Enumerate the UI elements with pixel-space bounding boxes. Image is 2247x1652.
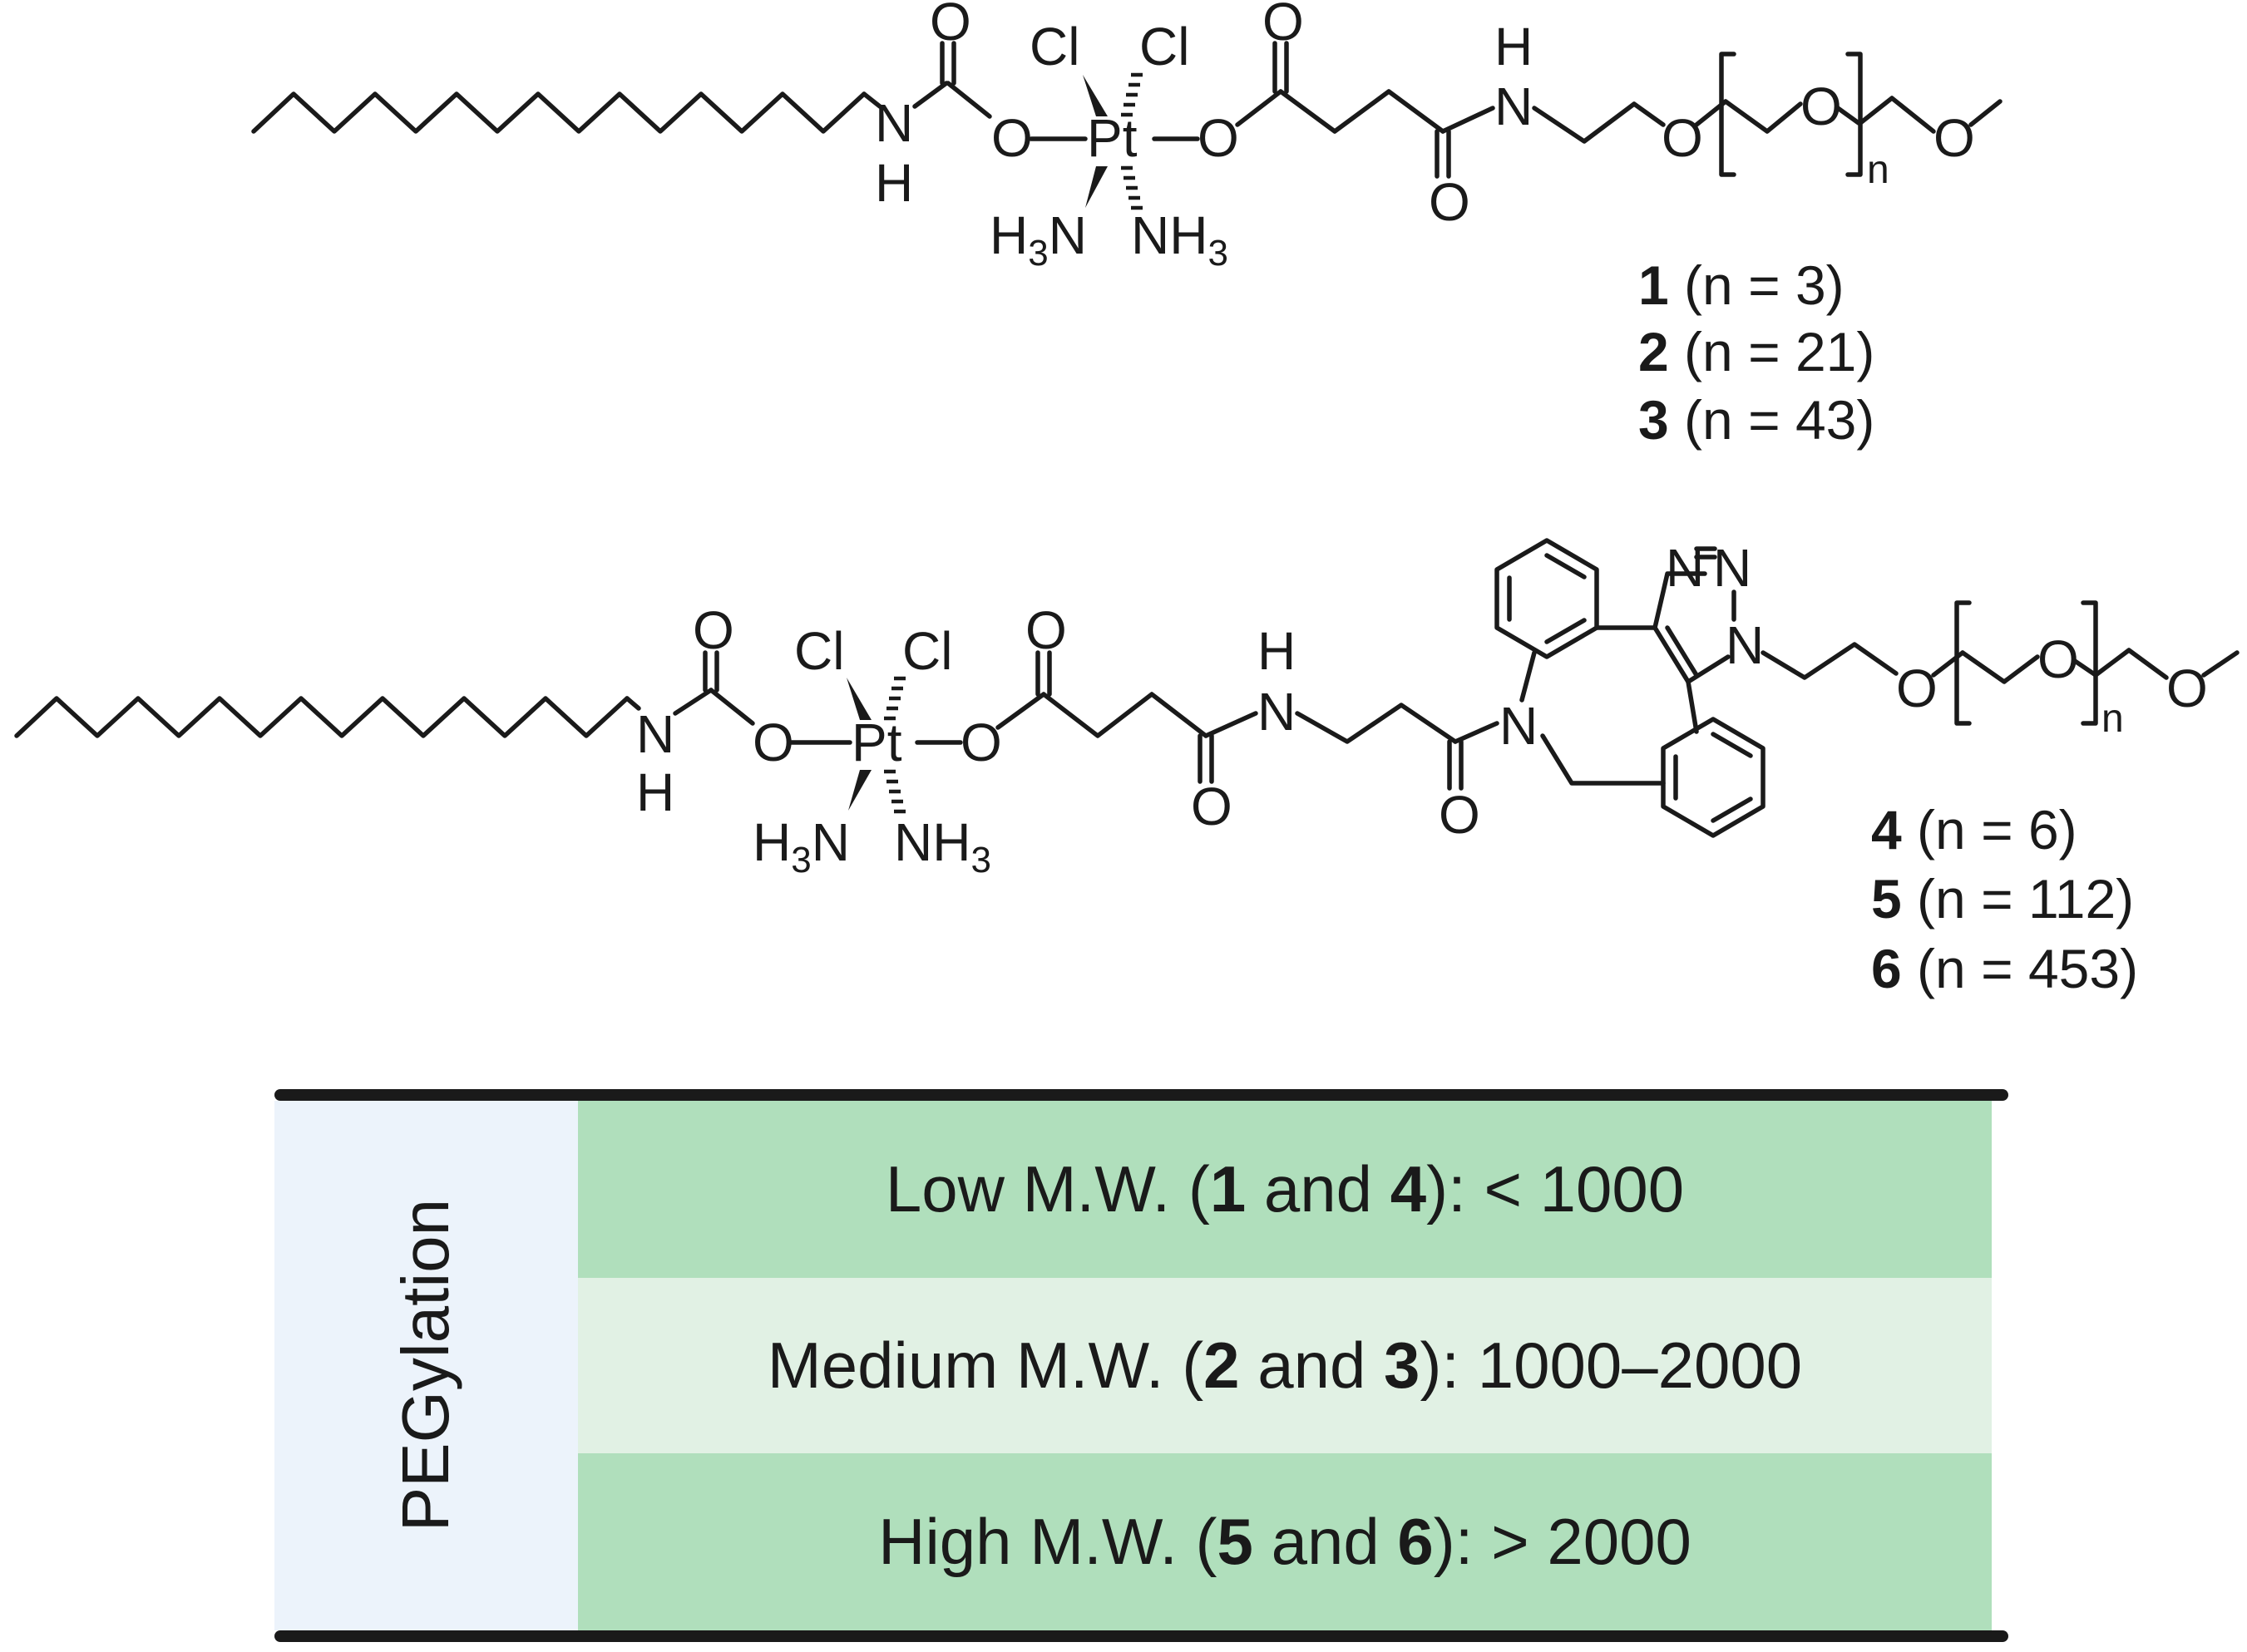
hash-bond-nh3-bottom <box>884 769 906 814</box>
peg-bracket-left-bottom <box>1954 600 1972 726</box>
table-side-column: PEGylation <box>274 1101 578 1630</box>
structure-bottom: N H O O Pt Cl Cl H3N NH3 O <box>14 538 2240 880</box>
compound-label-1: 1 (n = 3) <box>1638 254 1845 316</box>
atom-n-triazole-3: N <box>1726 615 1764 675</box>
compound-label-2: 2 (n = 21) <box>1638 321 1875 382</box>
atom-n-carbamate-bottom: N <box>636 704 674 764</box>
atom-o-ester-top-right: O <box>1198 108 1239 168</box>
table-row-medium-mw: Medium M.W. (2 and 3): 1000–2000 <box>578 1278 1992 1453</box>
atom-o-peg-top-1: O <box>1662 108 1703 168</box>
compound-label-3: 3 (n = 43) <box>1638 389 1875 451</box>
atom-o-carbonyl-top-right: O <box>1262 0 1304 52</box>
peg-repeat-n-bottom: n <box>2101 697 2124 741</box>
structure-top: N H O O Pt Cl Cl H3N <box>251 0 2003 274</box>
compound-label-4: 4 (n = 6) <box>1871 799 2077 861</box>
atom-nh3-bottom: NH3 <box>894 812 991 880</box>
atom-o-carbonyl-top-left: O <box>930 0 971 52</box>
atom-o-peg-bottom-1: O <box>1896 658 1938 718</box>
atom-o-amide-top: O <box>1429 172 1470 232</box>
atom-o-amide-ring: O <box>1439 785 1480 845</box>
atom-cl-right-bottom: Cl <box>902 621 952 681</box>
atom-h-carbamate-bottom: H <box>636 762 674 822</box>
atom-pt-bottom: Pt <box>852 713 902 772</box>
atom-o-carbonyl-bottom-left: O <box>693 600 734 660</box>
atom-o-carbonyl-bottom-right: O <box>1025 600 1067 660</box>
atom-cl-left-top: Cl <box>1030 17 1079 76</box>
atom-h3n-bottom: H3N <box>753 812 850 880</box>
pegylation-label: PEGylation <box>388 1198 462 1532</box>
atom-cl-left-bottom: Cl <box>794 621 844 681</box>
dbco-triazole-core <box>1494 538 1766 838</box>
atom-o-peg-top-2: O <box>1800 76 1842 136</box>
peg-bracket-right-bottom <box>2081 600 2098 726</box>
atom-o-peg-bottom-2: O <box>2037 629 2079 689</box>
alkyl-chain-top <box>251 91 867 134</box>
atom-h3n-top: H3N <box>990 205 1087 274</box>
atom-o-ester-bottom-left: O <box>753 713 794 772</box>
atom-o-amide-bottom: O <box>1191 777 1232 836</box>
table-row-low-mw: Low M.W. (1 and 4): < 1000 <box>578 1101 1992 1278</box>
peg-repeat-n-top: n <box>1867 148 1889 192</box>
hash-bond-cl-top <box>1121 72 1143 117</box>
table-row-high-mw: High M.W. (5 and 6): > 2000 <box>578 1453 1992 1630</box>
atom-o-methoxy-top: O <box>1933 108 1975 168</box>
atom-n-amide-bottom: N <box>1257 682 1296 742</box>
atom-h-amide-top: H <box>1494 17 1533 76</box>
atom-n-carbamate-top: N <box>875 93 913 153</box>
peg-bracket-left-top <box>1719 52 1736 177</box>
atom-n-azocine: N <box>1499 696 1538 756</box>
atom-o-ester-top-left: O <box>991 108 1033 168</box>
atom-n-triazole-2: N <box>1713 538 1751 598</box>
table-top-rule <box>274 1089 2008 1101</box>
atom-h-amide-bottom: H <box>1257 621 1296 681</box>
hash-bond-nh3-top <box>1121 165 1143 210</box>
atom-cl-right-top: Cl <box>1139 17 1189 76</box>
atom-o-ester-bottom-right: O <box>961 713 1002 772</box>
atom-o-methoxy-bottom: O <box>2166 658 2208 718</box>
alkyl-chain-bottom <box>14 696 630 738</box>
peg-bracket-right-top <box>1845 52 1863 177</box>
table-bottom-rule <box>274 1630 2008 1642</box>
pegylation-table: PEGylation Low M.W. (1 and 4): < 1000 Me… <box>274 1089 2008 1642</box>
atom-nh3-top: NH3 <box>1131 205 1228 274</box>
compound-label-5: 5 (n = 112) <box>1871 868 2135 930</box>
atom-h-carbamate-top: H <box>875 153 913 213</box>
compound-label-6: 6 (n = 453) <box>1871 938 2139 999</box>
atom-n-amide-top: N <box>1494 76 1533 136</box>
hash-bond-cl-bottom <box>884 676 906 721</box>
atom-pt-top: Pt <box>1087 108 1138 168</box>
